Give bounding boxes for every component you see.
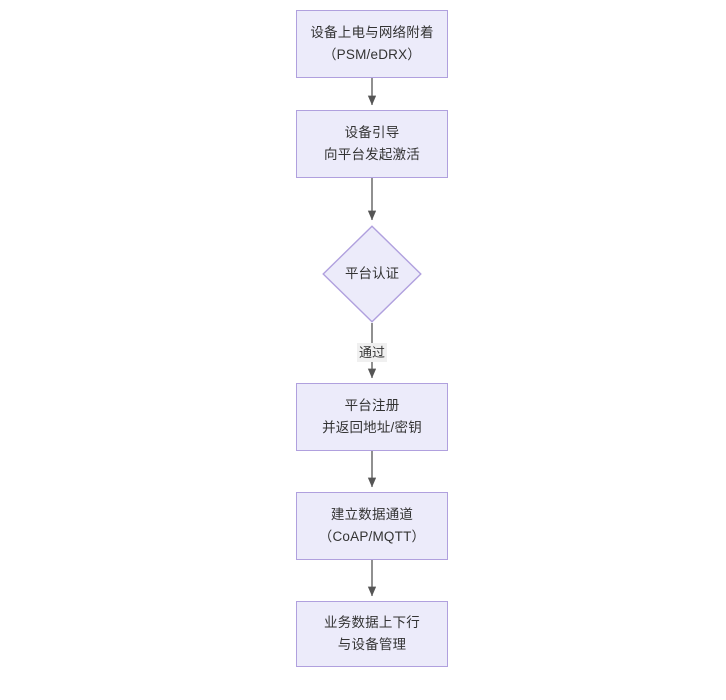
node-register-line-2: 并返回地址/密钥 (322, 420, 422, 435)
node-data-line-2: 与设备管理 (337, 637, 407, 652)
node-data-line-1: 业务数据上下行 (324, 615, 420, 630)
node-platform-authentication-decision[interactable]: 平台认证 (322, 225, 422, 323)
edge-label-pass: 通过 (356, 343, 388, 362)
diamond-shape (322, 225, 422, 323)
node-device-power-on[interactable]: 设备上电与网络附着 （PSM/eDRX） (296, 10, 448, 78)
node-platform-registration[interactable]: 平台注册 并返回地址/密钥 (296, 383, 448, 451)
node-channel-line-1: 建立数据通道 (330, 507, 414, 522)
node-bootstrap-line-2: 向平台发起激活 (324, 147, 420, 162)
node-channel-line-2: （CoAP/MQTT） (318, 529, 426, 544)
node-power-line-1: 设备上电与网络附着 (310, 25, 434, 40)
node-device-bootstrap[interactable]: 设备引导 向平台发起激活 (296, 110, 448, 178)
node-establish-data-channel[interactable]: 建立数据通道 （CoAP/MQTT） (296, 492, 448, 560)
node-register-line-1: 平台注册 (344, 398, 400, 413)
node-bootstrap-line-1: 设备引导 (344, 125, 400, 140)
node-power-line-2: （PSM/eDRX） (322, 47, 422, 62)
node-business-data-and-device-management[interactable]: 业务数据上下行 与设备管理 (296, 601, 448, 667)
node-auth-label: 平台认证 (345, 266, 399, 281)
